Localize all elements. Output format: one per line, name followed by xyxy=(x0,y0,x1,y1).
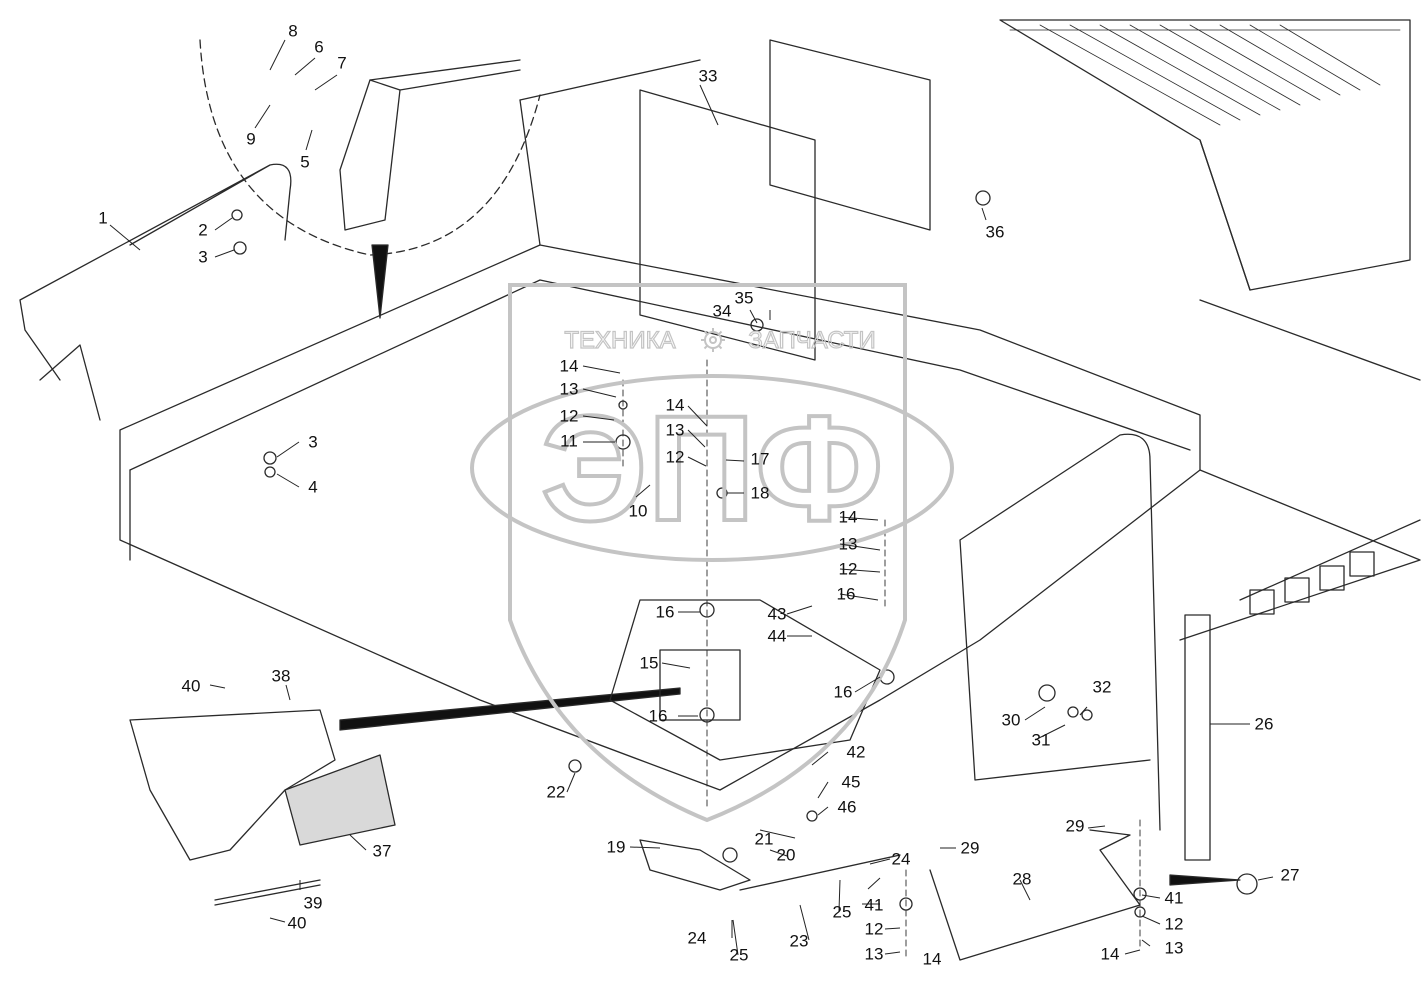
callout-3: 3 xyxy=(198,247,208,267)
callout-31: 31 xyxy=(1031,730,1051,750)
callout-12d: 12 xyxy=(864,919,884,939)
callout-27: 27 xyxy=(1280,865,1300,885)
callout-34: 34 xyxy=(712,301,732,321)
leader-lines xyxy=(109,39,1274,956)
callout-42: 42 xyxy=(846,742,866,762)
callout-41b: 41 xyxy=(1164,888,1184,908)
callout-2: 2 xyxy=(198,220,208,240)
callout-41a: 41 xyxy=(864,895,884,915)
callout-13c: 13 xyxy=(838,534,858,554)
callout-14d: 14 xyxy=(922,949,942,969)
callout-19: 19 xyxy=(606,837,626,857)
callout-28: 28 xyxy=(1012,869,1032,889)
grate-37 xyxy=(284,754,396,846)
handrail-1 xyxy=(19,163,292,421)
callout-21: 21 xyxy=(754,829,774,849)
callout-13b: 13 xyxy=(665,420,685,440)
callout-12: 12 xyxy=(559,406,579,426)
callout-29a: 29 xyxy=(960,838,980,858)
callout-40b: 40 xyxy=(287,913,307,933)
watermark-logo xyxy=(470,283,954,823)
panel-33 xyxy=(639,89,816,361)
engine-hood xyxy=(999,19,1411,291)
watermark-text-left: ТЕХНИКА xyxy=(564,327,675,354)
callout-14e: 14 xyxy=(1100,944,1120,964)
callout-20: 20 xyxy=(776,845,796,865)
callout-16d: 16 xyxy=(833,682,853,702)
callout-26: 26 xyxy=(1254,714,1274,734)
callout-39: 39 xyxy=(303,893,323,913)
callout-15: 15 xyxy=(639,653,659,673)
callout-16c: 16 xyxy=(648,706,668,726)
callout-23: 23 xyxy=(789,931,809,951)
step-28 xyxy=(929,829,1141,961)
callout-10: 10 xyxy=(628,501,648,521)
callout-13e: 13 xyxy=(1164,938,1184,958)
callout-12e: 12 xyxy=(1164,914,1184,934)
handrail-right xyxy=(959,433,1161,831)
callout-44: 44 xyxy=(767,626,787,646)
callout-13: 13 xyxy=(559,379,579,399)
callout-5: 5 xyxy=(300,152,310,172)
callout-16a: 16 xyxy=(836,584,856,604)
callout-36: 36 xyxy=(985,222,1005,242)
callout-32: 32 xyxy=(1092,677,1112,697)
callout-1: 1 xyxy=(98,208,108,228)
detail-view-circle xyxy=(199,39,541,256)
callout-37: 37 xyxy=(372,841,392,861)
callout-14: 14 xyxy=(559,356,579,376)
callout-14c: 14 xyxy=(838,507,858,527)
callout-43: 43 xyxy=(767,604,787,624)
callout-13d: 13 xyxy=(864,944,884,964)
callout-16b: 16 xyxy=(655,602,675,622)
callout-9: 9 xyxy=(246,129,256,149)
step-inset-37 xyxy=(129,709,336,861)
pedal-19 xyxy=(639,839,751,891)
callout-4: 4 xyxy=(308,477,318,497)
callout-25a: 25 xyxy=(832,902,852,922)
callout-29b: 29 xyxy=(1065,816,1085,836)
central-bracket xyxy=(609,599,881,761)
callout-12c: 12 xyxy=(838,559,858,579)
callout-25b: 25 xyxy=(729,945,749,965)
callout-18: 18 xyxy=(750,483,770,503)
watermark-logo-text: ЭПФ xyxy=(541,384,884,552)
callout-7: 7 xyxy=(337,53,347,73)
watermark-text-right: ЗАПЧАСТИ xyxy=(748,327,875,354)
callout-3b: 3 xyxy=(308,432,318,452)
callout-22: 22 xyxy=(546,782,566,802)
callout-17: 17 xyxy=(750,449,770,469)
callout-24b: 24 xyxy=(687,928,707,948)
callout-38: 38 xyxy=(271,666,291,686)
callout-14b: 14 xyxy=(665,395,685,415)
gear-icon xyxy=(701,328,725,352)
callout-12b: 12 xyxy=(665,447,685,467)
callout-24a: 24 xyxy=(891,849,911,869)
callout-33: 33 xyxy=(698,66,718,86)
callout-6: 6 xyxy=(314,37,324,57)
platform-frame xyxy=(119,244,1201,791)
callout-11: 11 xyxy=(560,431,578,451)
callout-8: 8 xyxy=(288,21,298,41)
callout-35: 35 xyxy=(734,288,754,308)
callout-45: 45 xyxy=(841,772,861,792)
callout-30: 30 xyxy=(1001,710,1021,730)
callout-46: 46 xyxy=(837,797,857,817)
callout-40a: 40 xyxy=(181,676,201,696)
